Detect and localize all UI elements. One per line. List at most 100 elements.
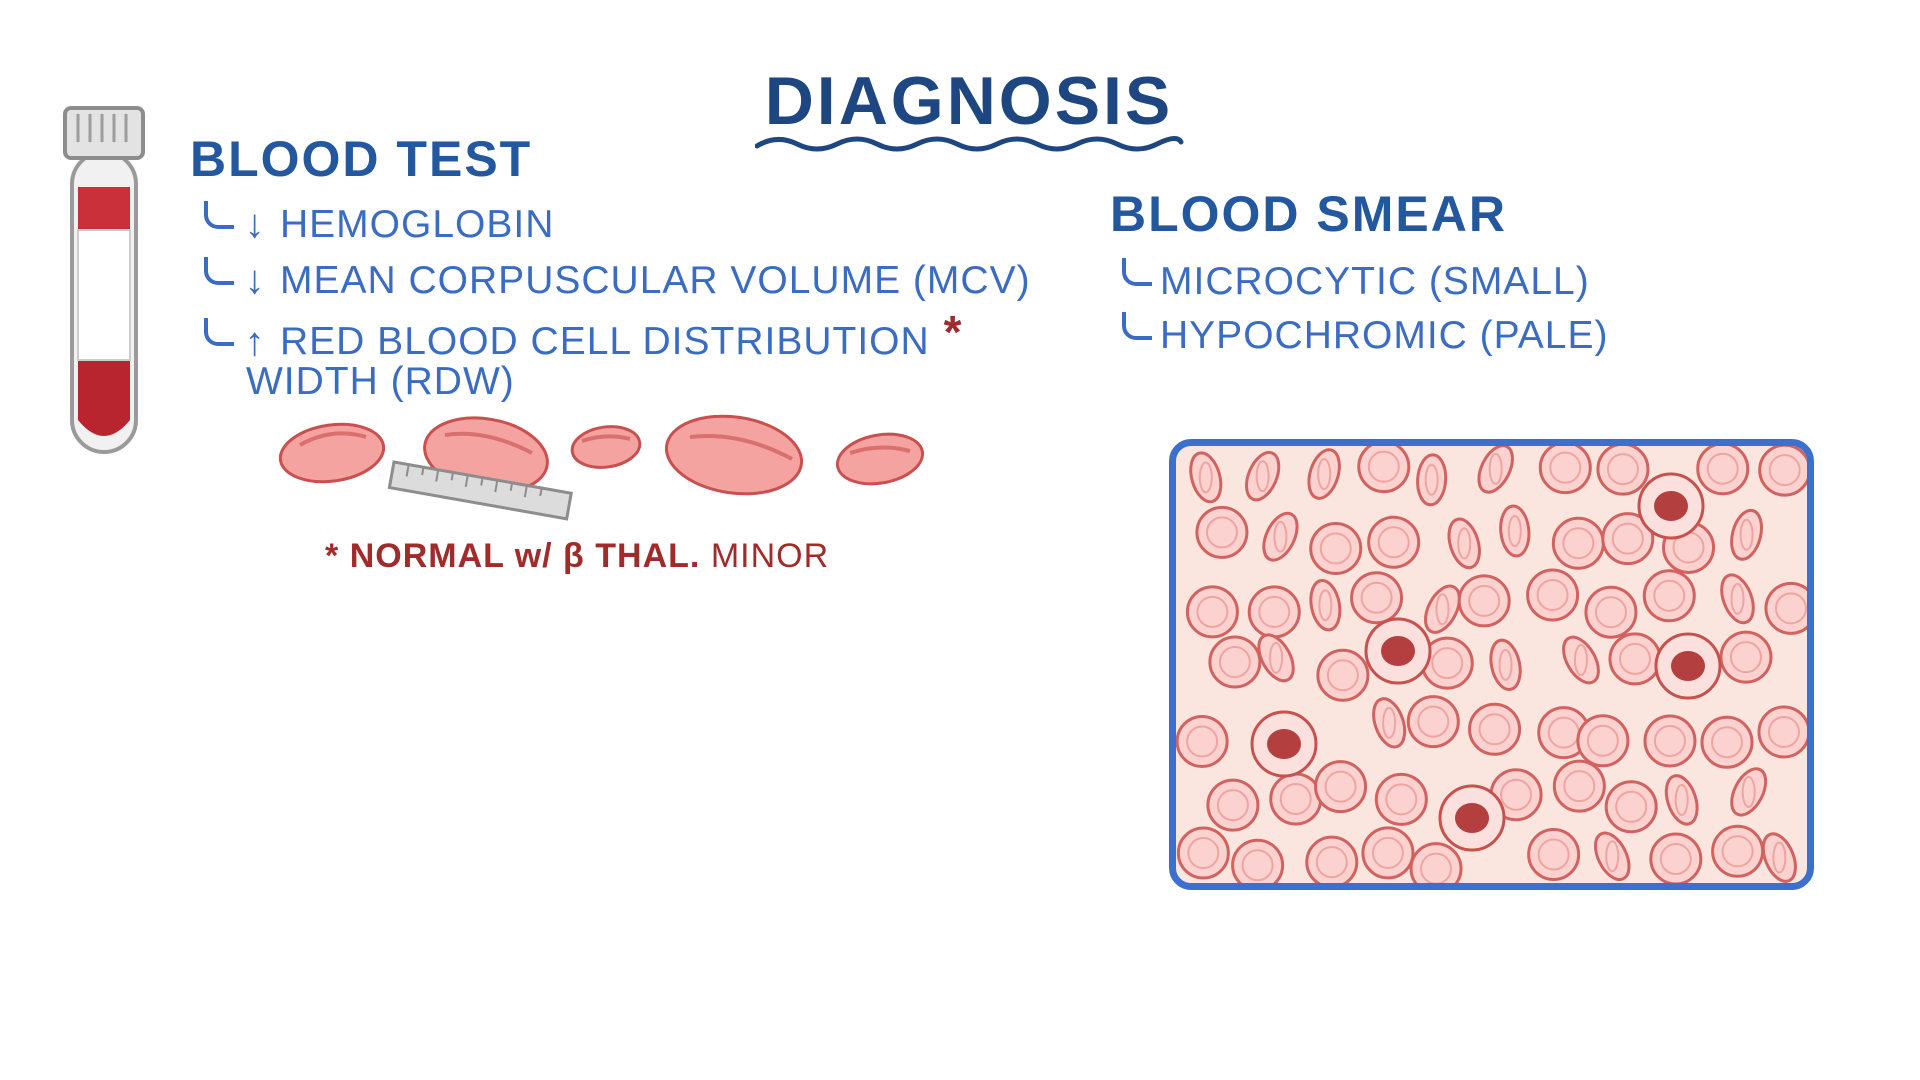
hook-connector-icon	[204, 256, 234, 285]
red-blood-cell	[1262, 511, 1299, 562]
red-blood-cell	[1584, 585, 1638, 639]
red-blood-cell	[1711, 824, 1765, 878]
red-blood-cell	[1185, 585, 1239, 639]
red-blood-cell	[1730, 508, 1763, 561]
red-blood-cell	[1314, 760, 1368, 814]
red-blood-cell	[1357, 446, 1411, 494]
footnote-asterisk: *	[325, 537, 340, 575]
red-blood-cell	[1489, 638, 1522, 691]
down-arrow-icon: ↓	[244, 202, 266, 246]
nucleated-red-blood-cell	[1250, 710, 1318, 778]
blood-test-item-rdw: ↑ RED BLOOD CELL DISTRIBUTION *	[204, 306, 963, 369]
footnote-bold: NORMAL w/ β THAL.	[349, 537, 701, 575]
nucleated-red-blood-cell	[1364, 617, 1432, 685]
red-blood-cell	[1719, 630, 1773, 684]
blood-test-item-rdw-line2: WIDTH (RDW)	[246, 360, 515, 403]
red-blood-cell	[1642, 569, 1696, 623]
rbc-size-variation-illustration	[278, 414, 925, 521]
red-blood-cell	[1576, 714, 1630, 768]
red-blood-cell	[1538, 446, 1592, 495]
red-blood-cell	[1757, 705, 1807, 759]
blood-smear-item-hypochromic: HYPOCHROMIC (PALE)	[1122, 312, 1609, 358]
item-label: RED BLOOD CELL DISTRIBUTION	[280, 320, 930, 363]
item-label: MICROCYTIC (SMALL)	[1160, 260, 1590, 303]
red-blood-cell	[1309, 578, 1342, 632]
red-blood-cell	[1231, 838, 1285, 883]
blood-test-item-hemoglobin: ↓ HEMOGLOBIN	[204, 200, 555, 247]
blood-smear-cells	[1176, 446, 1807, 883]
red-blood-cell	[1367, 515, 1421, 569]
red-blood-cell	[1696, 446, 1750, 496]
down-arrow-icon: ↓	[244, 258, 266, 302]
red-blood-cell	[1176, 826, 1230, 880]
red-blood-cell	[1424, 584, 1461, 634]
red-blood-cell	[1477, 446, 1514, 494]
red-blood-cell	[1257, 633, 1295, 683]
nucleated-red-blood-cell	[1438, 784, 1506, 852]
hook-connector-icon	[204, 318, 234, 346]
red-blood-cell	[1372, 697, 1407, 749]
red-blood-cell	[1245, 450, 1281, 502]
red-blood-cell	[1720, 573, 1755, 625]
blood-tube-icon	[63, 106, 145, 454]
red-blood-cell	[1176, 714, 1229, 768]
red-blood-cell	[1643, 714, 1697, 768]
footnote: * NORMAL w/ β THAL. MINOR	[325, 537, 829, 576]
red-blood-cell	[1761, 832, 1797, 883]
red-blood-cell	[1208, 635, 1262, 689]
hook-connector-icon	[1122, 258, 1152, 286]
blood-smear-item-microcytic: MICROCYTIC (SMALL)	[1122, 258, 1590, 304]
red-blood-cell	[1457, 574, 1511, 628]
red-blood-cell	[1447, 517, 1481, 570]
blood-test-heading: BLOOD TEST	[190, 131, 533, 187]
red-blood-cell	[1420, 636, 1474, 690]
red-blood-cell	[1305, 835, 1359, 883]
red-blood-cell	[1593, 831, 1631, 882]
red-blood-cell	[1195, 505, 1249, 559]
red-blood-cell	[1416, 453, 1448, 507]
item-label: HEMOGLOBIN	[280, 202, 555, 246]
red-blood-cell	[1316, 648, 1370, 702]
red-blood-cell	[1307, 448, 1341, 500]
red-blood-cell	[1374, 772, 1428, 826]
title-wavy-underline	[755, 136, 1184, 152]
red-blood-cell	[1664, 774, 1699, 826]
nucleated-red-blood-cell	[1654, 632, 1722, 700]
red-blood-cell	[1409, 842, 1463, 883]
nucleated-red-blood-cell	[1637, 472, 1705, 540]
red-blood-cell	[1608, 632, 1662, 686]
hook-connector-icon	[204, 200, 234, 229]
red-blood-cell	[1350, 571, 1404, 625]
red-blood-cell	[1309, 521, 1363, 575]
asterisk-marker: *	[943, 306, 963, 358]
red-blood-cell	[1730, 767, 1768, 817]
red-blood-cell	[1468, 702, 1522, 756]
blood-test-item-mcv: ↓ MEAN CORPUSCULAR VOLUME (MCV)	[204, 256, 1031, 303]
red-blood-cell	[1562, 635, 1600, 685]
red-blood-cell	[1189, 451, 1223, 504]
red-blood-cell	[1551, 516, 1605, 570]
red-blood-cell	[1758, 446, 1807, 497]
footnote-thin: MINOR	[710, 537, 830, 575]
up-arrow-icon: ↑	[244, 319, 266, 364]
red-blood-cell	[1247, 585, 1301, 639]
red-blood-cell	[1601, 512, 1655, 566]
red-blood-cell	[1206, 778, 1260, 832]
hook-connector-icon	[1122, 312, 1152, 340]
item-label: MEAN CORPUSCULAR VOLUME (MCV)	[280, 258, 1031, 302]
red-blood-cell	[1596, 446, 1650, 496]
red-blood-cell	[1604, 780, 1658, 834]
red-blood-cell	[1406, 695, 1460, 749]
red-blood-cell	[1526, 568, 1580, 622]
red-blood-cell	[1764, 581, 1807, 635]
red-blood-cell	[1499, 504, 1531, 558]
page-title: DIAGNOSIS	[764, 63, 1174, 139]
red-blood-cell	[1527, 828, 1581, 882]
red-blood-cell	[1649, 832, 1703, 883]
red-blood-cell	[1361, 826, 1415, 880]
red-blood-cell	[1552, 759, 1606, 813]
red-blood-cell	[1700, 715, 1754, 769]
red-blood-cell	[1269, 772, 1323, 826]
blood-smear-image	[1169, 439, 1814, 890]
item-label: HYPOCHROMIC (PALE)	[1160, 314, 1609, 357]
